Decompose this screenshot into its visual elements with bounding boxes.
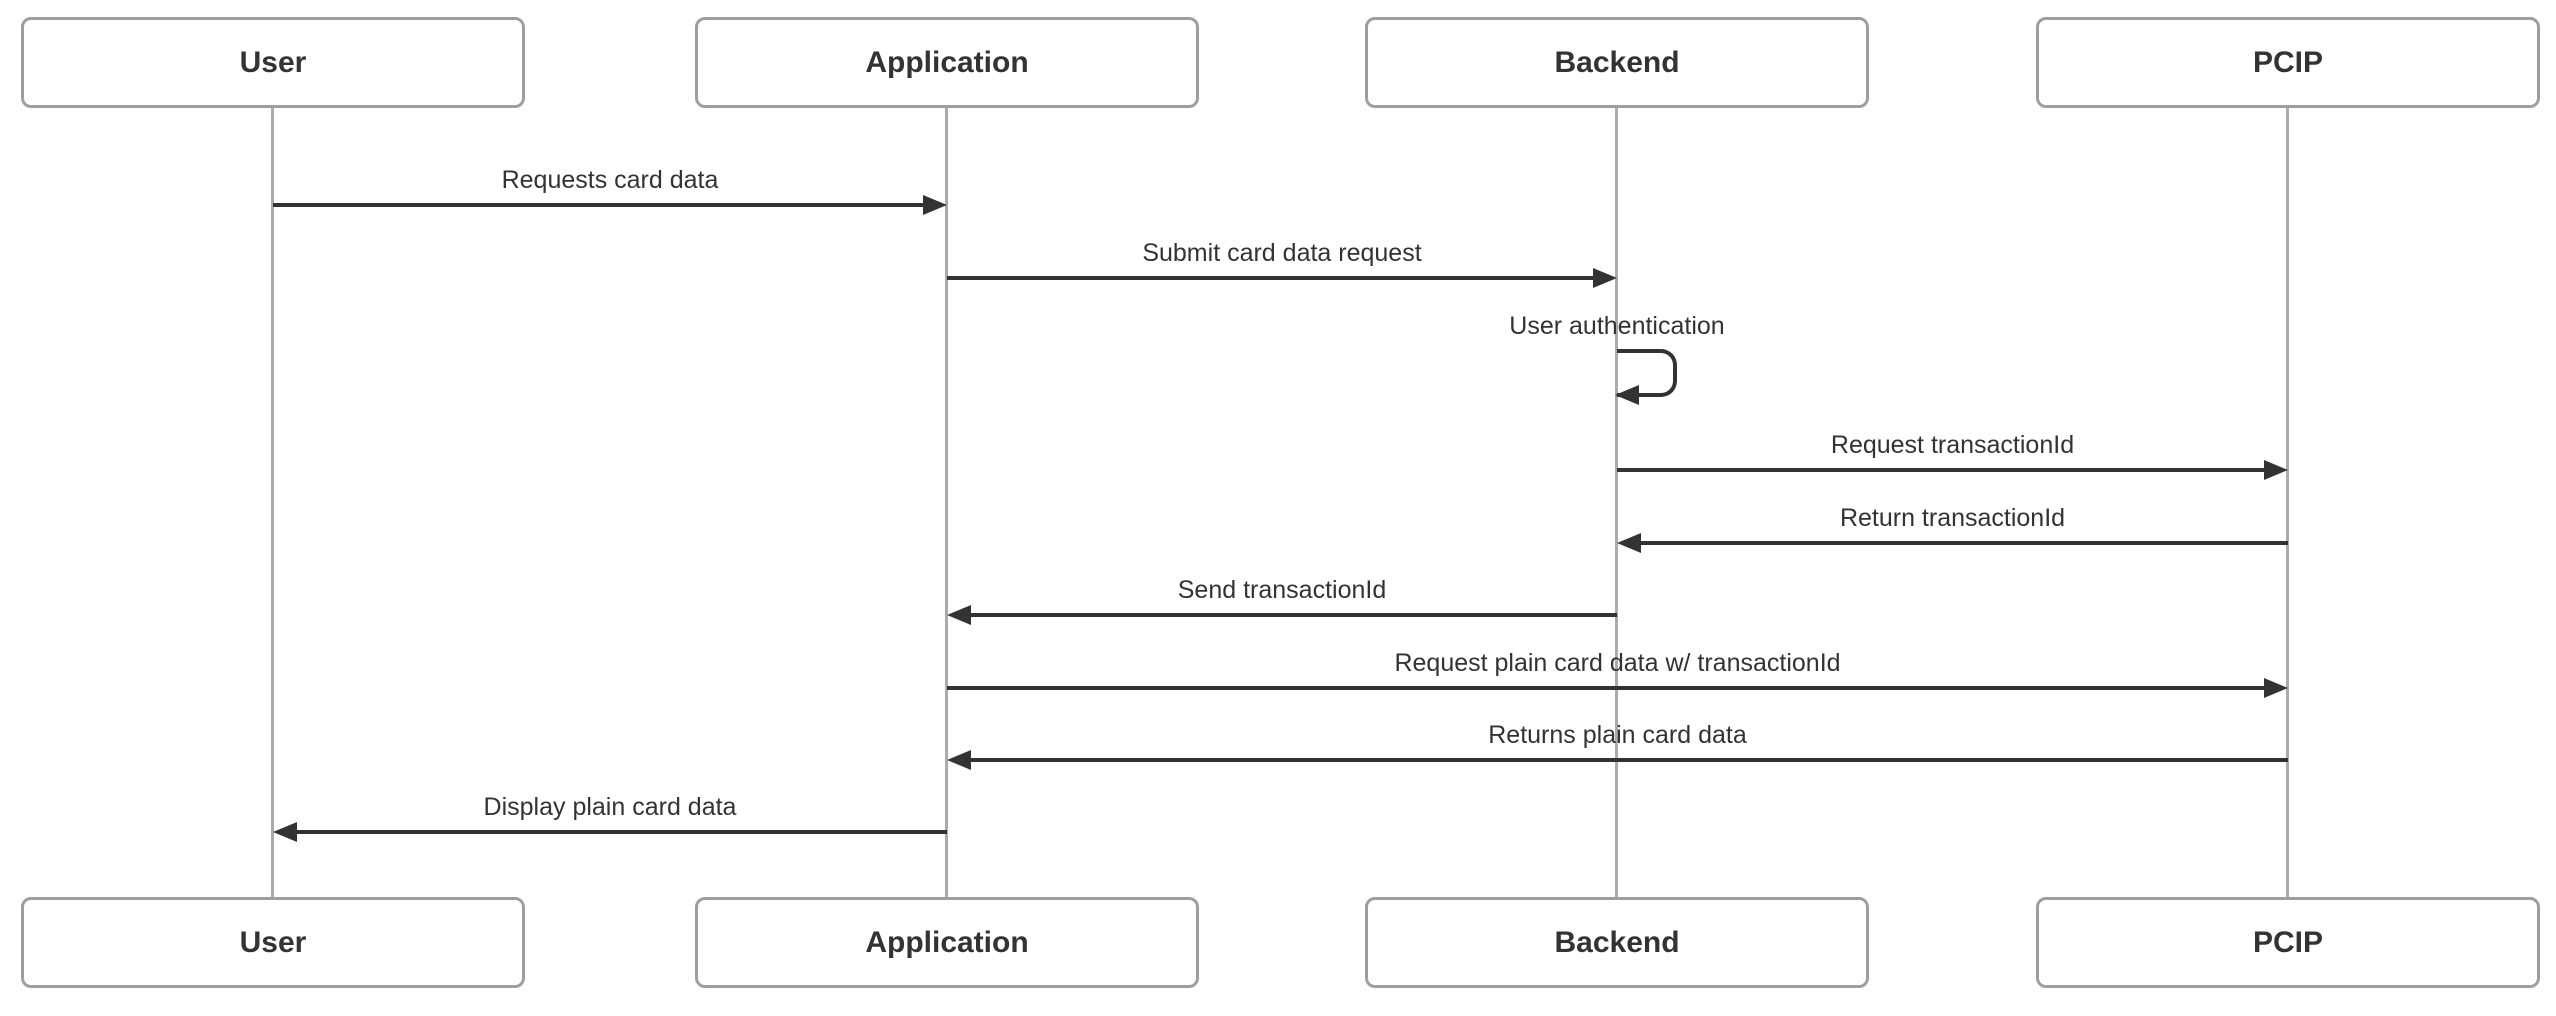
message-line xyxy=(969,758,2288,762)
message-line xyxy=(1639,541,2288,545)
arrowhead-right-icon xyxy=(2264,678,2288,698)
actor-label: Backend xyxy=(1554,45,1680,79)
self-loop xyxy=(1617,349,1677,397)
lifeline-application xyxy=(945,106,948,899)
arrowhead-right-icon xyxy=(923,195,947,215)
actor-bottom-pcip: PCIP xyxy=(2036,897,2540,988)
actor-top-user: User xyxy=(21,17,525,108)
lifeline-user xyxy=(271,106,274,899)
arrowhead-left-icon xyxy=(273,822,297,842)
actor-bottom-user: User xyxy=(21,897,525,988)
actor-bottom-application: Application xyxy=(695,897,1199,988)
message-label: Request transactionId xyxy=(1830,431,2075,459)
message-label: Requests card data xyxy=(501,166,719,194)
actor-label: PCIP xyxy=(2252,45,2324,79)
actor-top-application: Application xyxy=(695,17,1199,108)
actor-label: Application xyxy=(865,45,1029,79)
message-line xyxy=(295,830,947,834)
arrowhead-right-icon xyxy=(1593,268,1617,288)
arrowhead-right-icon xyxy=(2264,460,2288,480)
arrowhead-left-icon xyxy=(947,750,971,770)
arrowhead-left-icon xyxy=(947,605,971,625)
message-line xyxy=(273,203,925,207)
message-label: Return transactionId xyxy=(1839,504,2066,532)
message-line xyxy=(947,276,1595,280)
lifeline-backend xyxy=(1615,106,1618,899)
message-label: Display plain card data xyxy=(483,793,737,821)
actor-label: Application xyxy=(865,925,1029,959)
arrowhead-left-icon xyxy=(1617,533,1641,553)
message-line xyxy=(947,686,2266,690)
actor-bottom-backend: Backend xyxy=(1365,897,1869,988)
message-label: Submit card data request xyxy=(1142,239,1422,267)
message-line xyxy=(969,613,1617,617)
message-line xyxy=(1617,468,2266,472)
arrowhead-left-icon xyxy=(1615,385,1639,405)
actor-top-backend: Backend xyxy=(1365,17,1869,108)
lifeline-pcip xyxy=(2286,106,2289,899)
message-label: User authentication xyxy=(1509,312,1725,340)
message-label: Returns plain card data xyxy=(1488,721,1747,749)
actor-label: PCIP xyxy=(2252,925,2324,959)
actor-top-pcip: PCIP xyxy=(2036,17,2540,108)
message-label: Request plain card data w/ transactionId xyxy=(1394,649,1841,677)
message-label: Send transactionId xyxy=(1177,576,1387,604)
actor-label: Backend xyxy=(1554,925,1680,959)
actor-label: User xyxy=(239,45,307,79)
actor-label: User xyxy=(239,925,307,959)
